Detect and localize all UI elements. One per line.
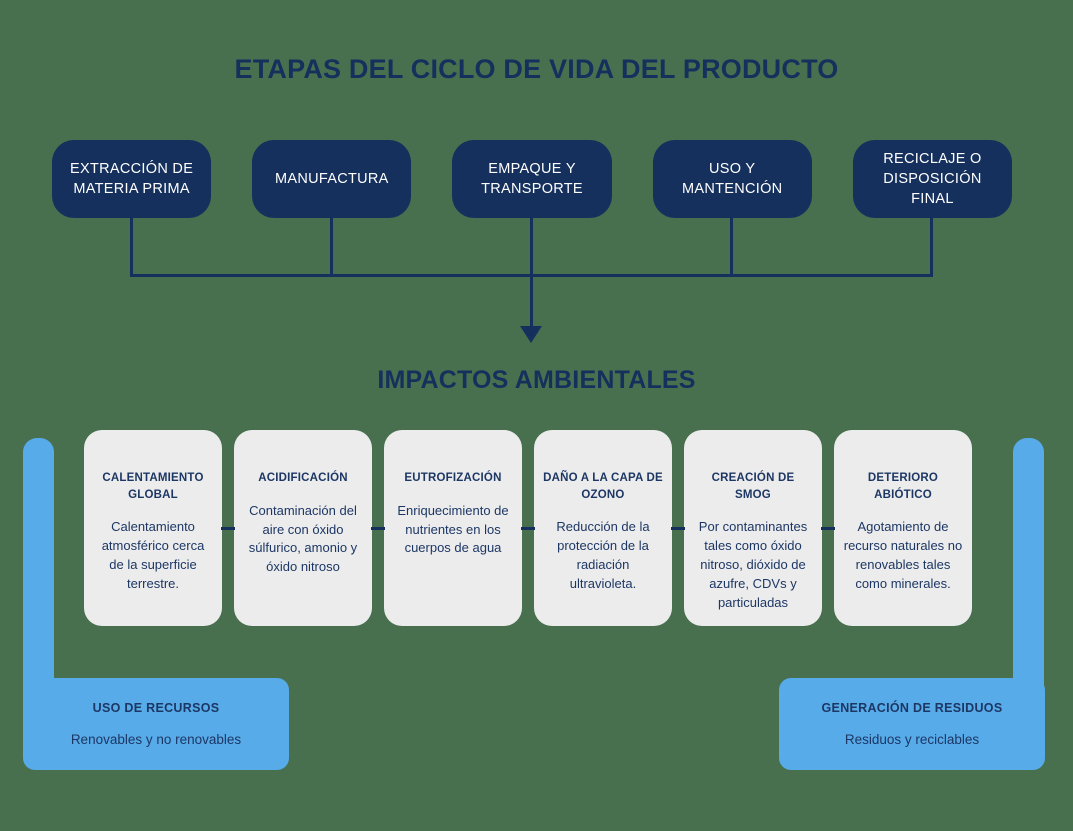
resource-use-subtitle: Renovables y no renovables — [70, 732, 242, 747]
impact-card-title: CREACIÓN DE SMOG — [711, 472, 795, 501]
impact-card-title: ACIDIFICACIÓN — [258, 472, 348, 484]
impact-card-title: EUTROFIZACIÓN — [404, 472, 502, 484]
connector-line-stage-4 — [730, 218, 733, 276]
impact-card-description: Calentamiento atmosférico cerca de la su… — [101, 519, 205, 591]
impacts-section-title: IMPACTOS AMBIENTALES — [377, 366, 696, 394]
resource-use-bar — [23, 438, 54, 718]
stage-box-manufactura: MANUFACTURA — [252, 140, 412, 218]
impact-card-eutrofizacion: EUTROFIZACIÓN Enriquecimiento de nutrien… — [384, 430, 522, 626]
waste-generation-box: GENERACIÓN DE RESIDUOS Residuos y recicl… — [779, 678, 1045, 770]
impact-card-calentamiento: CALENTAMIENTO GLOBAL Calentamiento atmos… — [84, 430, 222, 626]
impact-card-description: Contaminación del aire con óxido súlfuri… — [248, 502, 358, 575]
impact-card-description: Agotamiento de recurso naturales no reno… — [843, 519, 963, 591]
impact-card-description: Por contaminantes tales como óxido nitro… — [698, 519, 808, 610]
down-arrow-icon — [520, 326, 542, 343]
stage-box-reciclaje: RECICLAJE O DISPOSICIÓN FINAL — [852, 140, 1013, 218]
card-connector-line — [221, 526, 235, 530]
page-title: ETAPAS DEL CICLO DE VIDA DEL PRODUCTO — [234, 54, 839, 84]
card-connector-line — [521, 526, 535, 530]
impact-card-smog: CREACIÓN DE SMOG Por contaminantes tales… — [684, 430, 822, 626]
impact-card-description: Reducción de la protección de la radiaci… — [556, 519, 650, 591]
stage-box-extraccion: EXTRACCIÓN DE MATERIA PRIMA — [52, 140, 212, 218]
impact-card-acidificacion: ACIDIFICACIÓN Contaminación del aire con… — [234, 430, 372, 626]
connector-line-stage-3 — [530, 218, 533, 276]
connector-line-stage-1 — [130, 218, 133, 276]
stage-box-empaque: EMPAQUE Y TRANSPORTE — [452, 140, 612, 218]
connector-line-stage-2 — [330, 218, 333, 276]
resource-use-title: USO DE RECURSOS — [92, 701, 220, 715]
connector-line-stage-5 — [930, 218, 933, 276]
resource-use-box: USO DE RECURSOS Renovables y no renovabl… — [23, 678, 289, 770]
impact-card-ozono: DAÑO A LA CAPA DE OZONO Reducción de la … — [534, 430, 672, 626]
connector-line-drop — [530, 276, 533, 326]
impact-card-title: DAÑO A LA CAPA DE OZONO — [543, 472, 663, 501]
impact-card-abiotico: DETERIORO ABIÓTICO Agotamiento de recurs… — [834, 430, 972, 626]
waste-generation-title: GENERACIÓN DE RESIDUOS — [821, 701, 1003, 715]
card-connector-line — [671, 526, 685, 530]
impacts-row: CALENTAMIENTO GLOBAL Calentamiento atmos… — [84, 430, 981, 626]
waste-generation-bar — [1013, 438, 1044, 718]
connector-line-horizontal — [130, 274, 933, 277]
stage-row: EXTRACCIÓN DE MATERIA PRIMA MANUFACTURA … — [52, 140, 1013, 218]
card-connector-line — [371, 526, 385, 530]
impact-card-title: CALENTAMIENTO GLOBAL — [102, 472, 204, 501]
card-connector-line — [821, 526, 835, 530]
impact-card-title: DETERIORO ABIÓTICO — [867, 472, 939, 501]
impact-card-description: Enriquecimiento de nutrientes en los cue… — [397, 502, 509, 556]
stage-box-uso: USO Y MANTENCIÓN — [652, 140, 812, 218]
waste-generation-subtitle: Residuos y reciclables — [844, 732, 980, 747]
